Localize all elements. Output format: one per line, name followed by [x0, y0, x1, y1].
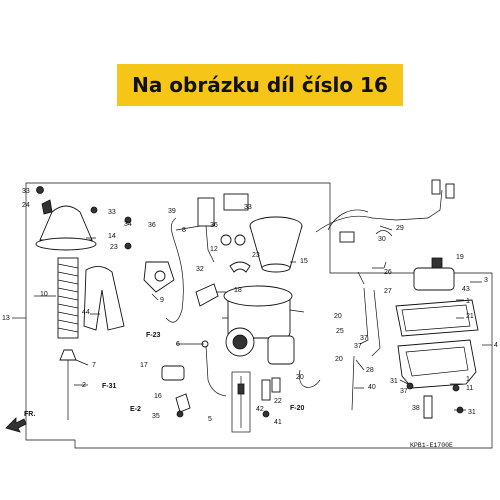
callout-13: 13: [2, 315, 10, 322]
callout-38: 38: [412, 405, 420, 412]
callout-12: 12: [210, 246, 218, 253]
main-jet-group: [231, 371, 251, 433]
callout-8: 8: [182, 227, 186, 234]
callout-42: 42: [256, 406, 264, 413]
callout-5: 5: [208, 416, 212, 423]
float-chamber: [397, 339, 477, 389]
jet-needle: [59, 349, 77, 420]
callout-39: 39: [168, 208, 176, 215]
float: [413, 257, 455, 291]
callout-37: 37: [360, 335, 368, 342]
callout-10: 10: [40, 291, 48, 298]
bracket: [195, 261, 251, 307]
callout-7: 7: [92, 362, 96, 369]
callout-44: 44: [82, 309, 90, 316]
callout-33: 33: [244, 204, 252, 211]
callout-29: 29: [396, 225, 404, 232]
carburetor-body: [222, 285, 305, 365]
diaphragm: [83, 266, 125, 331]
callout-21: 21: [466, 313, 474, 320]
callout-3: 3: [484, 277, 488, 284]
drain-hose-20: [299, 369, 321, 388]
vacuum-piston: [249, 216, 303, 273]
callout-14: 14: [108, 233, 116, 240]
callout-27: 27: [384, 288, 392, 295]
callout-23: 23: [110, 244, 118, 251]
callout-23: 23: [252, 252, 260, 259]
callout-20: 20: [335, 356, 343, 363]
callout-25: 25: [336, 328, 344, 335]
float-valve-parts: [161, 365, 191, 418]
ref-e2: E-2: [130, 406, 141, 413]
throttle-stop-assembly: [143, 261, 175, 293]
wire-harness: [315, 179, 455, 243]
callout-43: 43: [462, 286, 470, 293]
direction-label: FR.: [24, 411, 35, 418]
hose-39: [165, 217, 184, 323]
callout-1: 1: [466, 298, 470, 305]
callout-33: 33: [22, 188, 30, 195]
callout-9: 9: [160, 297, 164, 304]
callout-31: 31: [390, 378, 398, 385]
callout-1: 1: [466, 376, 470, 383]
ref-f20: F-20: [290, 405, 305, 412]
screws-top-left: [36, 186, 132, 250]
callout-32: 32: [196, 266, 204, 273]
callout-20: 20: [296, 374, 304, 381]
callout-30: 30: [378, 236, 386, 243]
callout-2: 2: [82, 382, 86, 389]
callout-36: 36: [210, 222, 218, 229]
callout-37: 37: [354, 343, 362, 350]
callouts: 1 1 2 3 4 5 6 7 8 9 10 11 12 13 14 15 16…: [2, 188, 498, 426]
callout-19: 19: [456, 254, 464, 261]
callout-16: 16: [154, 393, 162, 400]
callout-22: 22: [274, 398, 282, 405]
air-cutoff-valve: [220, 193, 249, 246]
diaphragm-cover: [35, 205, 97, 251]
small-parts-right: [351, 261, 464, 419]
ref-f23: F-23: [146, 332, 161, 339]
spring: [57, 257, 79, 339]
callout-6: 6: [176, 341, 180, 348]
diagram-code: KPB1-E1700E: [410, 442, 453, 449]
callout-17: 17: [140, 362, 148, 369]
callout-31: 31: [468, 409, 476, 416]
idle-adjust-cable: [197, 197, 215, 263]
callout-4: 4: [494, 342, 498, 349]
callout-26: 26: [384, 269, 392, 276]
pilot-screw-group: [261, 377, 281, 418]
callout-20: 20: [334, 313, 342, 320]
diagram-frame: [25, 182, 493, 449]
callout-15: 15: [300, 258, 308, 265]
callout-40: 40: [368, 384, 376, 391]
callout-37: 37: [400, 388, 408, 395]
callout-18: 18: [234, 287, 242, 294]
callout-36: 36: [148, 222, 156, 229]
direction-arrow: FR.: [5, 411, 35, 433]
gasket: [395, 299, 479, 337]
callout-33: 33: [108, 209, 116, 216]
callout-24: 24: [22, 202, 30, 209]
callout-34: 34: [124, 221, 132, 228]
callout-35: 35: [152, 413, 160, 420]
ref-f31: F-31: [102, 383, 117, 390]
callout-11: 11: [466, 385, 473, 392]
leader-lines: [34, 225, 482, 411]
callout-41: 41: [274, 419, 282, 426]
hose-6: [201, 340, 227, 397]
part-number-banner: Na obrázku díl číslo 16: [117, 64, 403, 106]
callout-28: 28: [366, 367, 374, 374]
banner-text: Na obrázku díl číslo 16: [132, 73, 388, 97]
